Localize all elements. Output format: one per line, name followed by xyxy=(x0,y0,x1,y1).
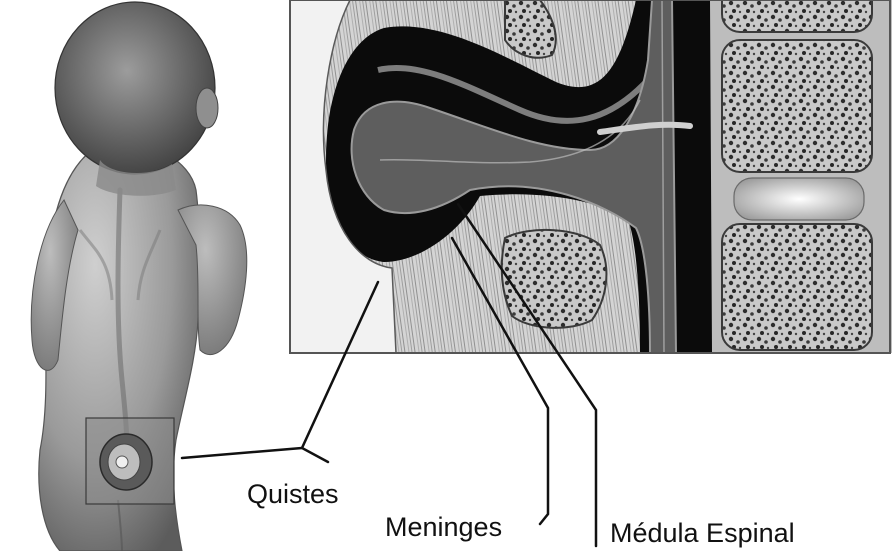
intervertebral-disc xyxy=(734,178,864,220)
child-figure xyxy=(31,2,247,551)
child-head xyxy=(55,2,215,174)
label-meninges: Meninges xyxy=(385,514,502,541)
label-quistes: Quistes xyxy=(247,481,339,508)
label-medula-espinal: Médula Espinal xyxy=(610,520,795,547)
vertebral-body-top xyxy=(722,0,872,32)
lesion-sac-center xyxy=(116,456,128,468)
leader-quistes-child xyxy=(182,448,302,458)
child-ear xyxy=(196,88,218,128)
vertebral-body-2 xyxy=(722,224,872,350)
cross-section-panel xyxy=(290,0,892,353)
vertebral-arch-lower xyxy=(502,230,607,328)
vertebral-body-1 xyxy=(722,40,872,172)
